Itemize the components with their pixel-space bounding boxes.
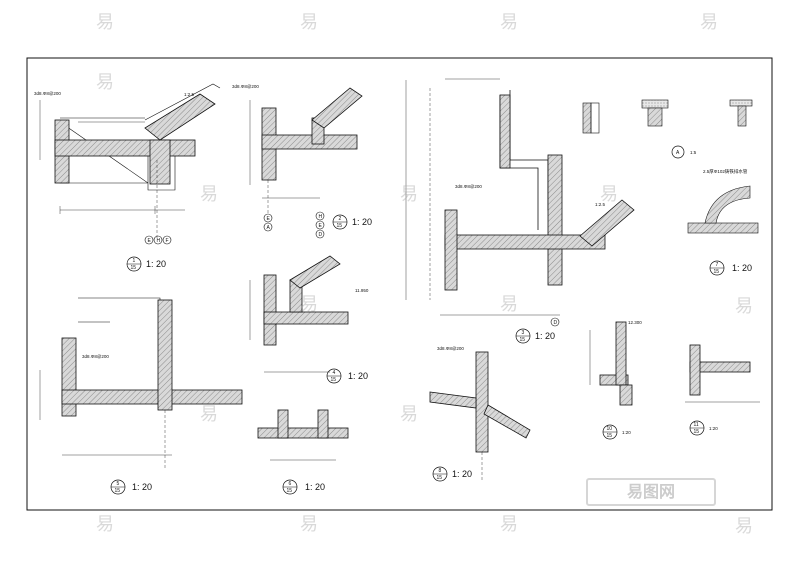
detail-8: 3d8.Φ8@200 8 15 1: 20 bbox=[429, 346, 531, 482]
slope-label-d1: 1:2.5 bbox=[184, 92, 195, 97]
scale-d10: 1:20 bbox=[622, 430, 631, 435]
detail-10: 12.300 10 15 1:20 bbox=[589, 320, 642, 440]
sheet-frame bbox=[26, 57, 773, 511]
bubble-den-d2: 15 bbox=[337, 223, 343, 229]
bubble-num-d7: 7 bbox=[716, 262, 719, 268]
bubble-num-d8: 8 bbox=[439, 468, 442, 474]
scale-d6: 1: 20 bbox=[305, 482, 325, 492]
scale-d3: 1: 20 bbox=[535, 331, 555, 341]
bubble-den-d5: 15 bbox=[115, 488, 121, 494]
detail-4: 11.950 4 15 1: 20 bbox=[249, 255, 369, 384]
bubble-num-d11: 11 bbox=[694, 422, 699, 428]
detail-7: 2.5厚Φ102铸铁排水管 7 15 1: 20 bbox=[687, 168, 759, 276]
bubble-den-d8: 15 bbox=[437, 475, 443, 481]
bubble-num-d10: 10 bbox=[607, 426, 613, 432]
scale-d1: 1: 20 bbox=[146, 259, 166, 269]
scale-d8: 1: 20 bbox=[452, 469, 472, 479]
detail-6: 6 15 1: 20 bbox=[257, 409, 349, 495]
bubble-den-d11: 15 bbox=[694, 429, 700, 435]
axis-tag-d2r-2: D bbox=[319, 232, 323, 238]
section-a-scale: 1:5 bbox=[690, 150, 697, 155]
scale-d11: 1:20 bbox=[709, 426, 718, 431]
detail-2: 3d8.Φ8@200 E A H E D 2 15 1: 20 bbox=[232, 84, 372, 239]
pipe-note: 2.5厚Φ102铸铁排水管 bbox=[703, 168, 748, 175]
elev-d10: 12.300 bbox=[628, 320, 642, 325]
axis-tag-d2r-0: H bbox=[319, 214, 323, 220]
detail-11: 11 15 1:20 bbox=[685, 344, 760, 436]
bubble-num-d4: 4 bbox=[333, 370, 336, 376]
note-rebar-d3: 3d8.Φ8@200 bbox=[455, 184, 482, 189]
axis-tag-d2l-0: E bbox=[267, 216, 271, 222]
watermark-logo: 易图网 bbox=[586, 478, 716, 506]
detail-3: 3d8.Φ8@200 1:2.5 D 3 15 1: 20 bbox=[405, 78, 635, 344]
axis-tag-d2r-1: E bbox=[319, 223, 323, 229]
axis-tag-d1-2: F bbox=[166, 238, 169, 244]
bubble-den-d4: 15 bbox=[331, 377, 337, 383]
scale-d2: 1: 20 bbox=[352, 217, 372, 227]
axis-tag-d6: D bbox=[554, 320, 558, 326]
axis-tag-d1-1: H bbox=[157, 238, 161, 244]
scale-d7: 1: 20 bbox=[732, 263, 752, 273]
note-rebar-d8: 3d8.Φ8@200 bbox=[437, 346, 464, 351]
elev-d4: 11.950 bbox=[355, 288, 369, 293]
scale-d5: 1: 20 bbox=[132, 482, 152, 492]
bubble-num-d3: 3 bbox=[522, 330, 525, 336]
axis-tag-d2l-1: A bbox=[267, 225, 271, 231]
bubble-num-d1: 1 bbox=[133, 258, 136, 264]
bubble-den-d3: 15 bbox=[520, 337, 526, 343]
bubble-den-d6: 15 bbox=[287, 488, 293, 494]
note-rebar-d2: 3d8.Φ8@200 bbox=[232, 84, 259, 89]
detail-1: 3d8.Φ8@200 1:2.5 E H F 1 15 1: 20 bbox=[34, 83, 221, 272]
bubble-den-d1: 15 bbox=[131, 265, 137, 271]
bubble-num-d5: 5 bbox=[117, 481, 120, 487]
slope-label-d3: 1:2.5 bbox=[595, 202, 606, 207]
note-rebar-d5: 3d8.Φ8@200 bbox=[82, 354, 109, 359]
note-rebar-d1: 3d8.Φ8@200 bbox=[34, 91, 61, 96]
detail-5: 3d8.Φ8@200 5 15 1: 20 bbox=[39, 297, 243, 495]
section-a: A 1:5 bbox=[582, 99, 753, 159]
section-a-letter: A bbox=[676, 150, 680, 156]
bubble-den-d10: 15 bbox=[607, 433, 613, 439]
bubble-num-d2: 2 bbox=[339, 216, 342, 222]
axis-tag-d1-0: E bbox=[148, 238, 152, 244]
bubble-num-d6: 6 bbox=[289, 481, 292, 487]
scale-d4: 1: 20 bbox=[348, 371, 368, 381]
bubble-den-d7: 15 bbox=[714, 269, 720, 275]
